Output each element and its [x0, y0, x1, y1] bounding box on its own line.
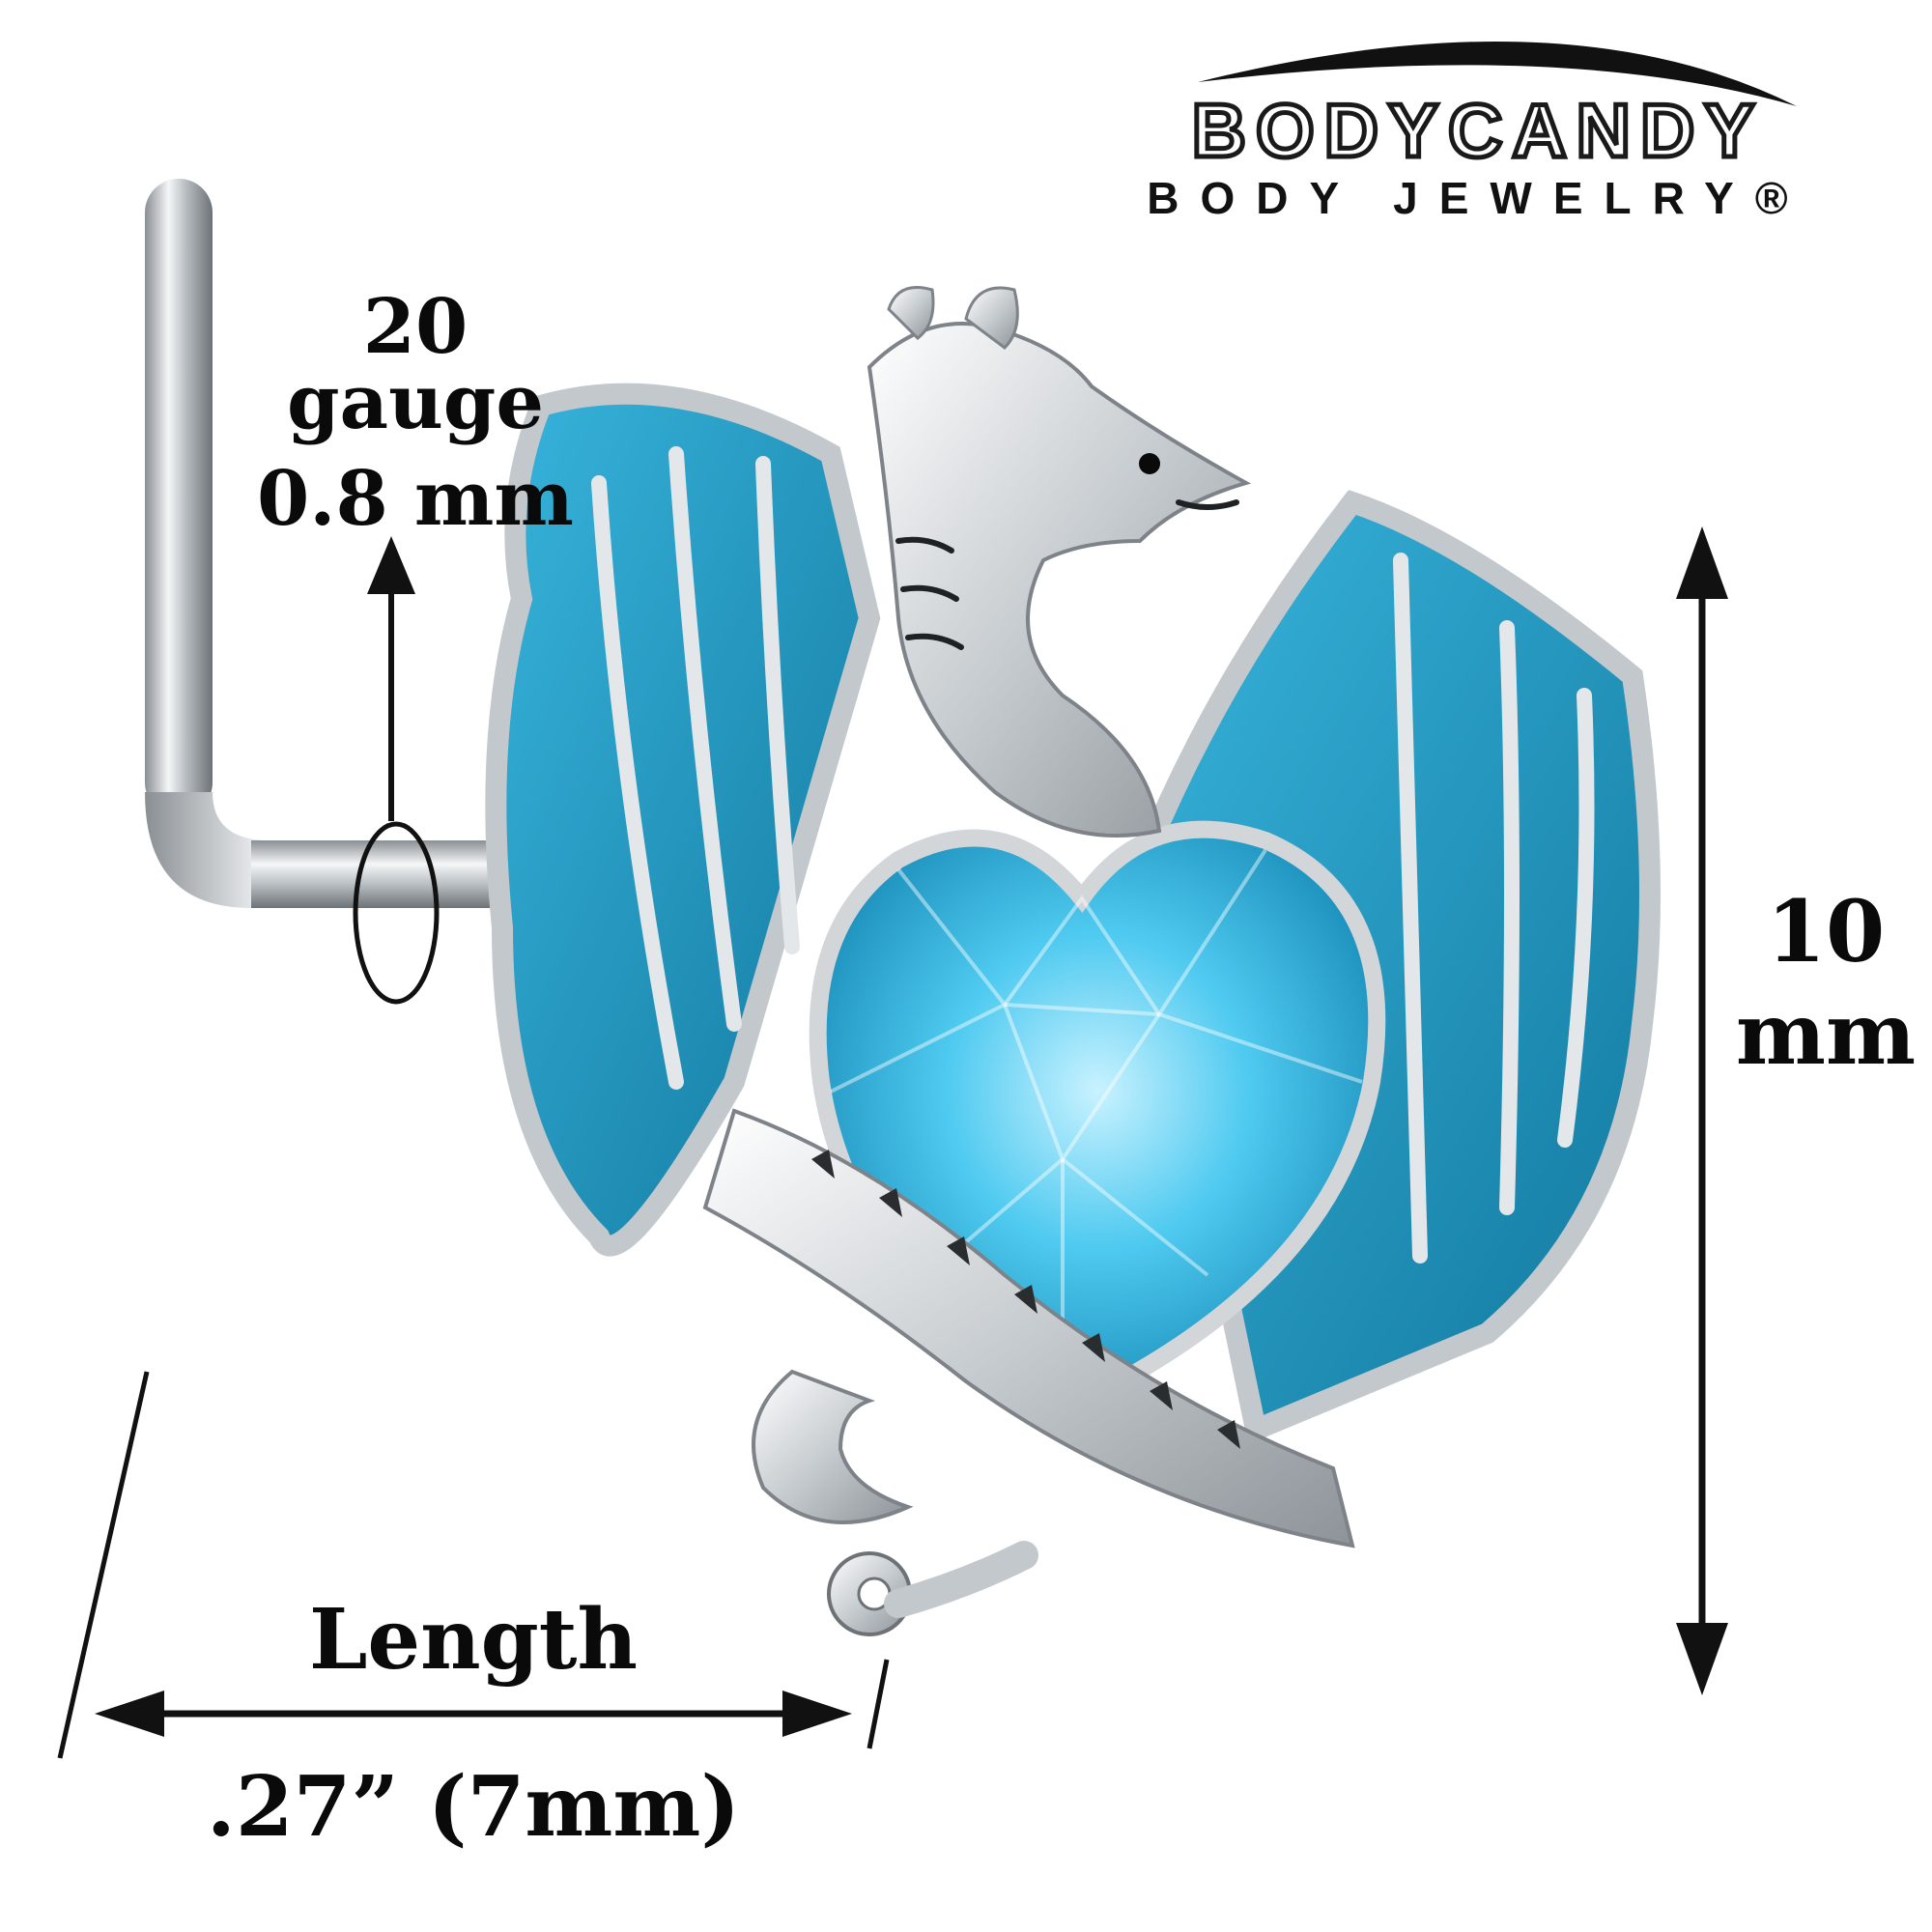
dragon-wings	[485, 383, 1661, 1445]
brand-tagline: BODY JEWELRY®	[1147, 173, 1809, 223]
gauge-arrow	[367, 536, 415, 821]
height-label: 10 mm	[1719, 889, 1932, 1076]
gauge-line2: 0.8 mm	[257, 455, 574, 543]
l-bend-pin	[145, 179, 502, 908]
height-arrow	[1676, 526, 1728, 1695]
gem-facets	[830, 848, 1363, 1401]
dragon-head	[867, 286, 1252, 838]
dragon-body	[702, 1108, 1355, 1636]
gauge-label: 20 gauge 0.8 mm	[222, 290, 609, 537]
height-unit: mm	[1735, 983, 1917, 1084]
length-value: .27” (7mm)	[206, 1758, 741, 1856]
brand-logo: BODYCANDY	[1189, 88, 1765, 173]
length-arrow	[57, 1371, 890, 1759]
gauge-line1: 20 gauge	[287, 283, 544, 446]
gauge-ring	[353, 821, 440, 1005]
length-title: Length	[308, 1591, 639, 1689]
height-value: 10	[1766, 881, 1886, 981]
